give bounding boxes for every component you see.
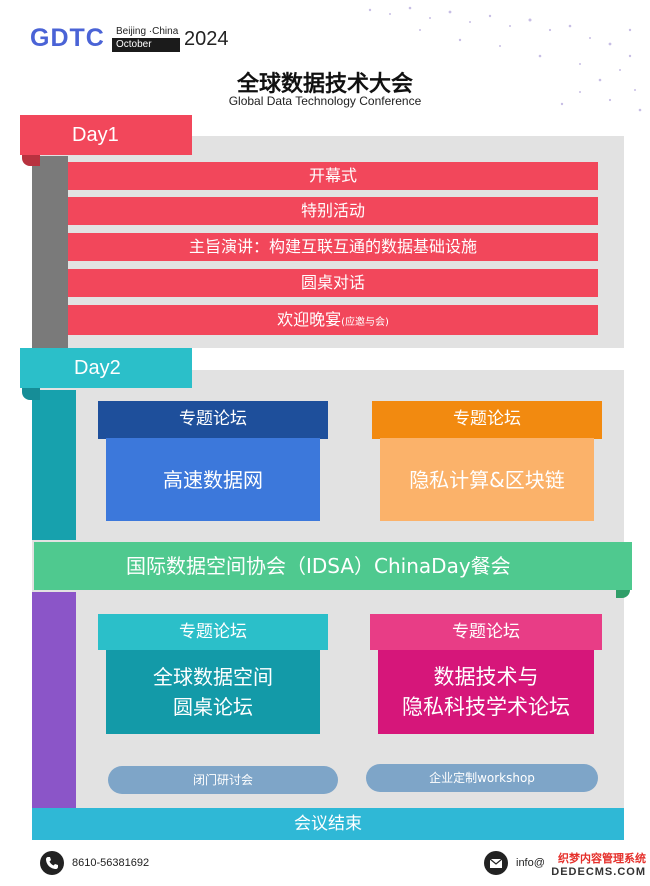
day2-spine-purple — [32, 592, 76, 810]
forum-right-top-header: 专题论坛 — [372, 401, 602, 439]
watermark-line2: DEDECMS.COM — [551, 866, 646, 878]
forum-privacy-blockchain: 隐私计算&区块链 — [380, 438, 594, 521]
welcome-dinner-note: (应邀与会) — [341, 317, 389, 328]
forum-global-data-space: 全球数据空间 圆桌论坛 — [106, 650, 320, 734]
phone-number: 8610-56381692 — [72, 857, 150, 869]
closed-door-seminar-pill: 闭门研讨会 — [108, 766, 338, 794]
page-title: 全球数据技术大会 — [236, 72, 413, 97]
decorative-dots — [368, 6, 642, 112]
conference-end-bar: 会议结束 — [32, 808, 624, 840]
agenda-roundtable: 圆桌对话 — [68, 269, 598, 297]
email-icon — [484, 851, 508, 875]
forum-high-speed-network: 高速数据网 — [106, 438, 320, 521]
enterprise-workshop-pill: 企业定制workshop — [366, 764, 598, 792]
forum-right-bottom-header: 专题论坛 — [370, 614, 602, 650]
dedecms-watermark: 织梦内容管理系统 DEDECMS.COM — [538, 850, 646, 878]
forum-data-tech-privacy: 数据技术与 隐私科技学术论坛 — [378, 650, 594, 734]
forum-left-top-header: 专题论坛 — [98, 401, 328, 439]
page-subtitle: Global Data Technology Conference — [228, 94, 422, 108]
forum-global-data-space-line1: 全球数据空间 — [153, 665, 273, 689]
email-address: info@ — [516, 857, 545, 869]
phone-icon — [40, 851, 64, 875]
event-year: 2024 — [184, 28, 229, 50]
day2-tab-fold — [22, 384, 40, 400]
forum-data-tech-privacy-line2: 隐私科技学术论坛 — [402, 695, 570, 719]
day1-spine — [32, 156, 68, 348]
agenda-opening: 开幕式 — [68, 162, 598, 190]
gdtc-logo: GDTC — [30, 24, 105, 52]
agenda-welcome-dinner: 欢迎晚宴(应邀与会) — [68, 305, 598, 335]
forum-data-tech-privacy-line1: 数据技术与 — [433, 665, 539, 689]
watermark-line1: 织梦内容管理系统 — [558, 852, 646, 865]
forum-global-data-space-line2: 圆桌论坛 — [173, 695, 253, 719]
event-month: October — [112, 38, 180, 52]
forum-left-bottom-header: 专题论坛 — [98, 614, 328, 650]
day1-tab: Day1 — [20, 115, 192, 155]
event-city: Beijing ·China — [116, 26, 179, 37]
idsa-chinaday-banner: 国际数据空间协会（IDSA）ChinaDay餐会 — [34, 542, 632, 590]
day2-spine-teal — [32, 390, 76, 540]
welcome-dinner-label: 欢迎晚宴 — [277, 310, 342, 329]
agenda-special-event: 特别活动 — [68, 197, 598, 225]
day2-tab: Day2 — [20, 348, 192, 388]
agenda-keynote: 主旨演讲：构建互联互通的数据基础设施 — [68, 233, 598, 261]
